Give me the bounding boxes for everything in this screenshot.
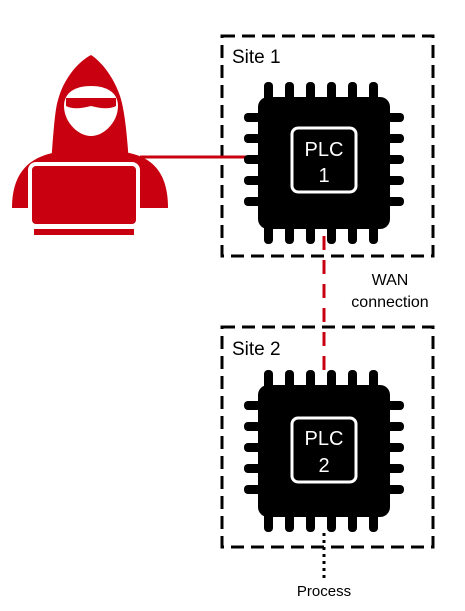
wan-label-line1: WAN xyxy=(372,272,409,289)
site-1-boundary xyxy=(220,34,435,258)
site-2-label: Site 2 xyxy=(232,339,281,360)
plc-2-label-line2: 2 xyxy=(318,455,329,477)
site-1-label: Site 1 xyxy=(232,47,281,68)
hooded-hacker-with-laptop-icon xyxy=(12,55,168,235)
plc-2-chip: PLC 2 xyxy=(244,370,404,532)
plc-1-label-line1: PLC xyxy=(305,139,344,161)
plc-2-label-line1: PLC xyxy=(305,428,344,450)
process-label: Process xyxy=(297,583,351,600)
site-2-boundary xyxy=(220,325,435,549)
wan-label-line2: connection xyxy=(351,294,428,311)
plc-1-label-frame xyxy=(290,126,358,194)
plc-2-label-frame xyxy=(290,416,358,484)
plc-1-chip: PLC 1 xyxy=(244,82,404,244)
plc-1-label-line2: 1 xyxy=(318,165,329,187)
